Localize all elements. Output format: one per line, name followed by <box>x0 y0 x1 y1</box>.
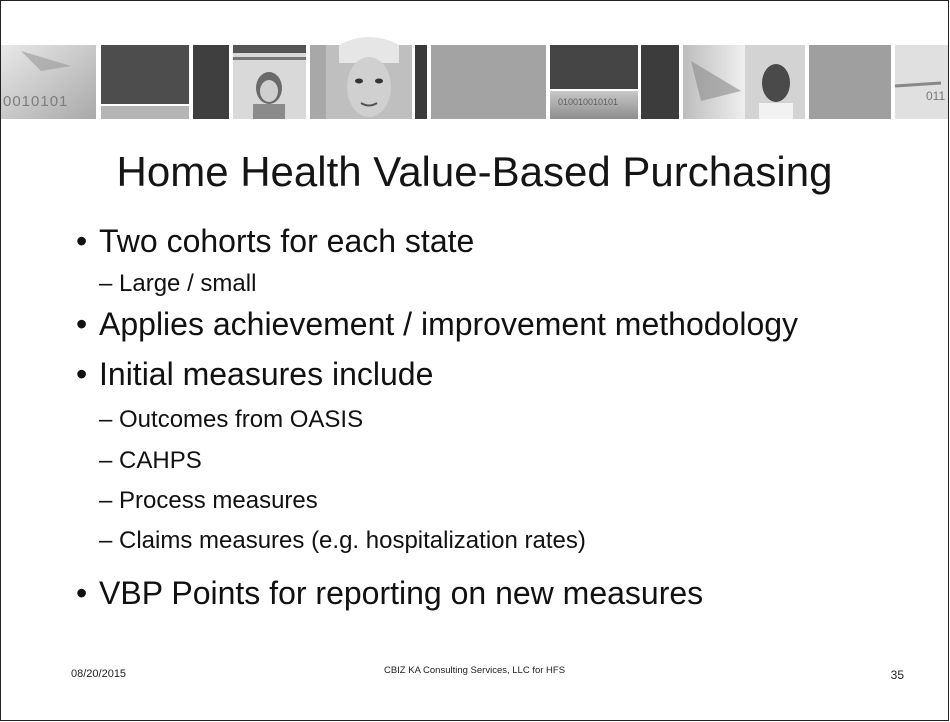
sub-bullet-item: – CAHPS <box>99 447 202 475</box>
bullet-text: Applies achievement / improvement method… <box>99 306 799 342</box>
dash-icon: – <box>99 270 120 297</box>
sub-bullet-text: Claims measures (e.g. hospitalization ra… <box>119 527 586 554</box>
grey-block <box>431 45 546 119</box>
binary-photo-left <box>1 45 96 119</box>
sub-bullet-text: CAHPS <box>119 447 202 474</box>
bullet-icon: • <box>76 575 88 611</box>
bullet-icon: • <box>76 306 88 342</box>
sub-bullet-text: Large / small <box>119 270 257 297</box>
footer-date: 08/20/2015 <box>71 668 127 680</box>
sub-bullet-item: – Large / small <box>99 270 256 298</box>
dark-block-2 <box>193 45 229 119</box>
dash-icon: – <box>99 406 120 433</box>
dash-icon: – <box>99 487 120 514</box>
bullet-text: Initial measures include <box>99 356 434 392</box>
sub-bullet-item: – Outcomes from OASIS <box>99 406 363 434</box>
footer-organization: CBIZ KA Consulting Services, LLC for HFS <box>383 665 566 676</box>
bullet-text: VBP Points for reporting on new measures <box>99 575 704 611</box>
dark-block-1 <box>101 45 189 104</box>
banner-binary-right: 011 <box>926 89 946 103</box>
sub-bullet-text: Process measures <box>119 487 318 514</box>
bullet-icon: • <box>76 356 88 392</box>
sub-bullet-item: – Process measures <box>99 487 318 515</box>
dash-icon: – <box>99 527 120 554</box>
bullet-icon: • <box>76 223 88 259</box>
banner-binary-left: 0010101 <box>3 93 69 110</box>
sub-bullet-text: Outcomes from OASIS <box>119 406 364 433</box>
banner-binary-mid: 010010010101 <box>558 97 619 107</box>
sub-bullet-item: – Claims measures (e.g. hospitalization … <box>99 527 586 555</box>
page-number: 35 <box>890 668 904 682</box>
banner-collage <box>1 37 948 119</box>
dash-icon: – <box>99 447 120 474</box>
dark-block-3 <box>550 45 638 89</box>
header-banner: 0010101 010010010101 011 <box>1 11 948 119</box>
bullet-text: Two cohorts for each state <box>99 223 475 259</box>
slide-title: Home Health Value-Based Purchasing <box>116 148 833 195</box>
